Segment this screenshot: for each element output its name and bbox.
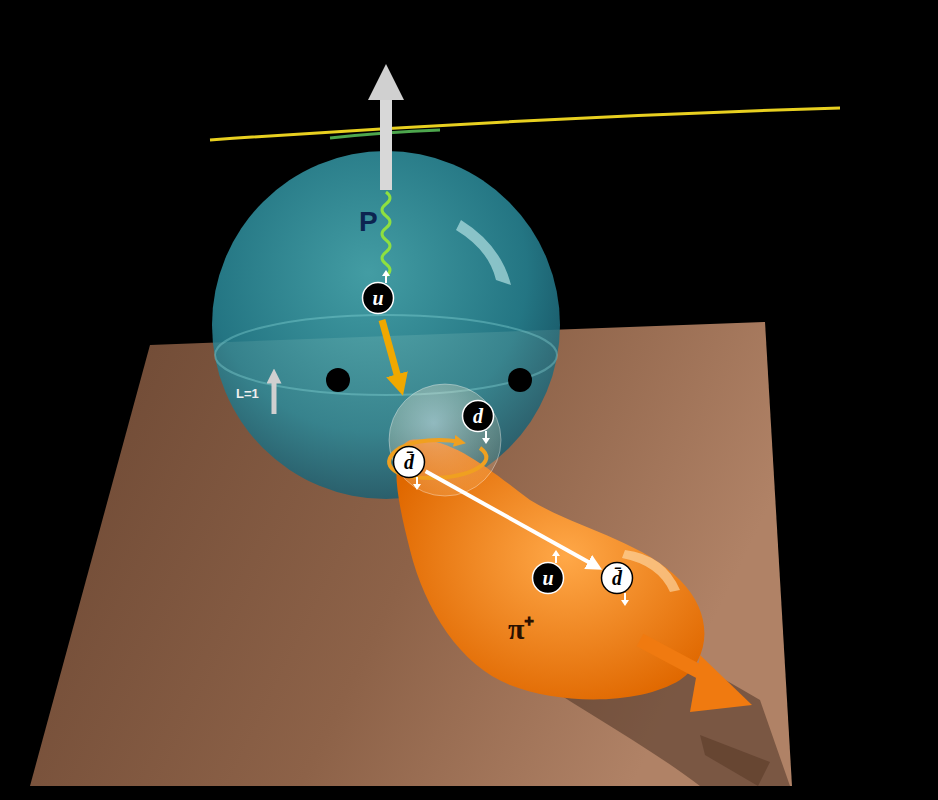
quark-symbol: u: [542, 568, 553, 588]
quark-disc: [394, 447, 425, 478]
quark-symbol: d̄: [612, 568, 622, 588]
quark-circle: d̄: [392, 445, 426, 479]
orbit-arrow: [389, 440, 486, 478]
arrow-shadow: [700, 735, 770, 786]
quark-circle: d: [461, 399, 495, 433]
equator-ring: [215, 315, 557, 395]
angular-momentum-arrow: [272, 376, 277, 414]
quark-symbol: d: [473, 406, 483, 426]
highlight: [456, 220, 511, 285]
quark-disc: [602, 563, 633, 594]
quark-disc: [463, 401, 494, 432]
quark-circle: u: [531, 561, 565, 595]
spin-head: [621, 600, 629, 606]
particle-label: π⁺: [508, 614, 534, 644]
quark-dot: [326, 368, 350, 392]
spin-arrow: [380, 82, 392, 190]
beam-line: [210, 108, 840, 140]
quark-disc: [363, 283, 394, 314]
quark-dot: [508, 368, 532, 392]
blob-body: [396, 440, 704, 700]
sphere-body: [212, 151, 560, 499]
pion-direction-head: [690, 655, 752, 712]
quark-circle: u: [361, 281, 395, 315]
spin-head: [382, 270, 390, 276]
quark-symbol: u: [372, 288, 383, 308]
pair-sphere: [389, 384, 501, 496]
spin-head: [552, 550, 560, 556]
quark-symbol: d̄: [404, 452, 414, 472]
spin-head: [482, 438, 490, 444]
quark-disc: [533, 563, 564, 594]
quantum-number-label: L=1: [236, 386, 259, 401]
particle-label: P: [359, 208, 378, 236]
quark-circle: d̄: [600, 561, 634, 595]
